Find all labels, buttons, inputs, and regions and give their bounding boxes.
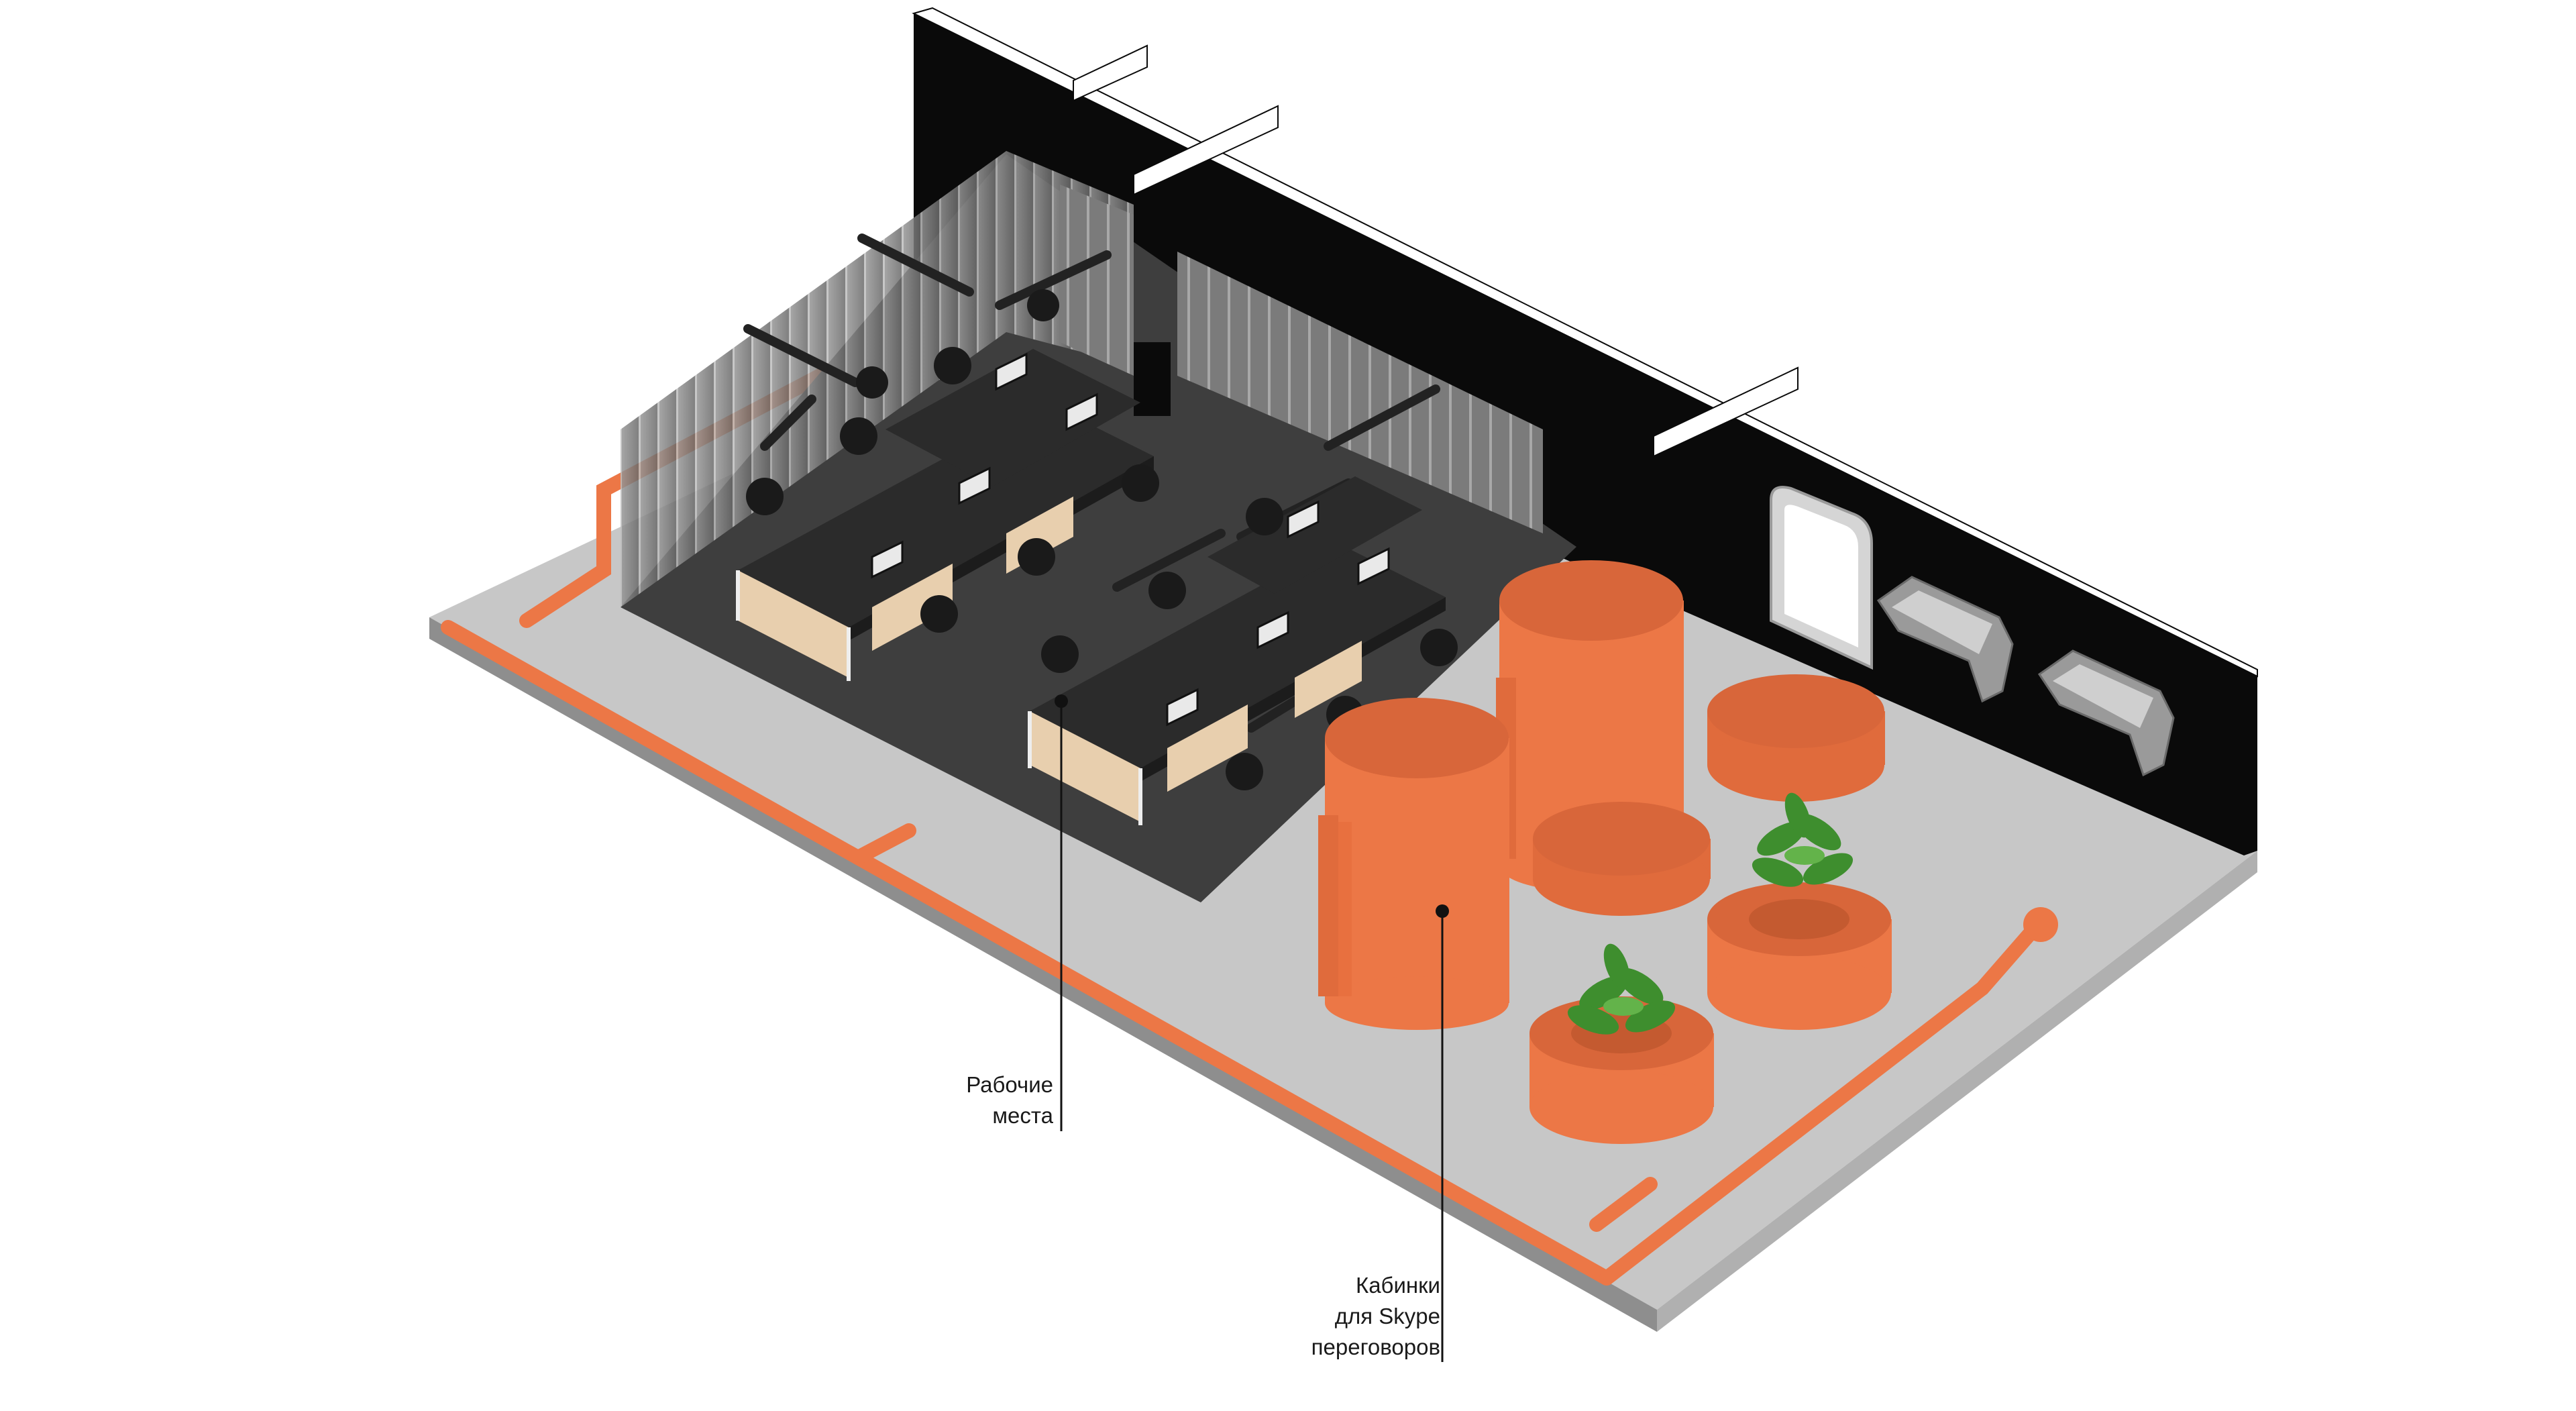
- wall-phone-hood: [2037, 649, 2175, 777]
- planter: [1707, 882, 1892, 1030]
- skype-booth-front: [1318, 698, 1509, 1030]
- hanging-disc: [1707, 674, 1885, 802]
- laptops: [871, 352, 1390, 727]
- shelving-unit: [1060, 185, 1134, 376]
- callout-skype-booths: Кабинки для Skype переговоров: [1311, 1270, 1440, 1363]
- plant: [1567, 943, 1676, 1035]
- callout-line: Кабинки: [1355, 1273, 1440, 1298]
- callout-line: Рабочие: [966, 1072, 1053, 1097]
- callout-line: для Skype: [1334, 1304, 1440, 1328]
- shelving-unit: [1177, 252, 1543, 533]
- back-wall: [912, 7, 2258, 855]
- plant: [1752, 792, 1854, 887]
- ceiling-beam: [1133, 105, 1279, 196]
- callout-workplaces: Рабочие места: [966, 1069, 1053, 1131]
- floor-edge-right: [1657, 851, 2257, 1332]
- planter: [1529, 996, 1714, 1144]
- wall-phone-hood: [1876, 576, 2014, 703]
- door: [1770, 486, 1873, 670]
- callout-line: переговоров: [1311, 1335, 1440, 1359]
- ceiling-beam: [1073, 44, 1148, 102]
- hanging-disc: [1533, 802, 1711, 916]
- ceiling-beam: [1653, 366, 1799, 458]
- desk-cluster: [885, 349, 1422, 594]
- office-chairs: [746, 289, 1458, 790]
- callout-line: места: [992, 1103, 1053, 1128]
- path-endpoint: [2023, 907, 2058, 942]
- column: [1134, 342, 1171, 416]
- desk-cluster: [1028, 543, 1446, 825]
